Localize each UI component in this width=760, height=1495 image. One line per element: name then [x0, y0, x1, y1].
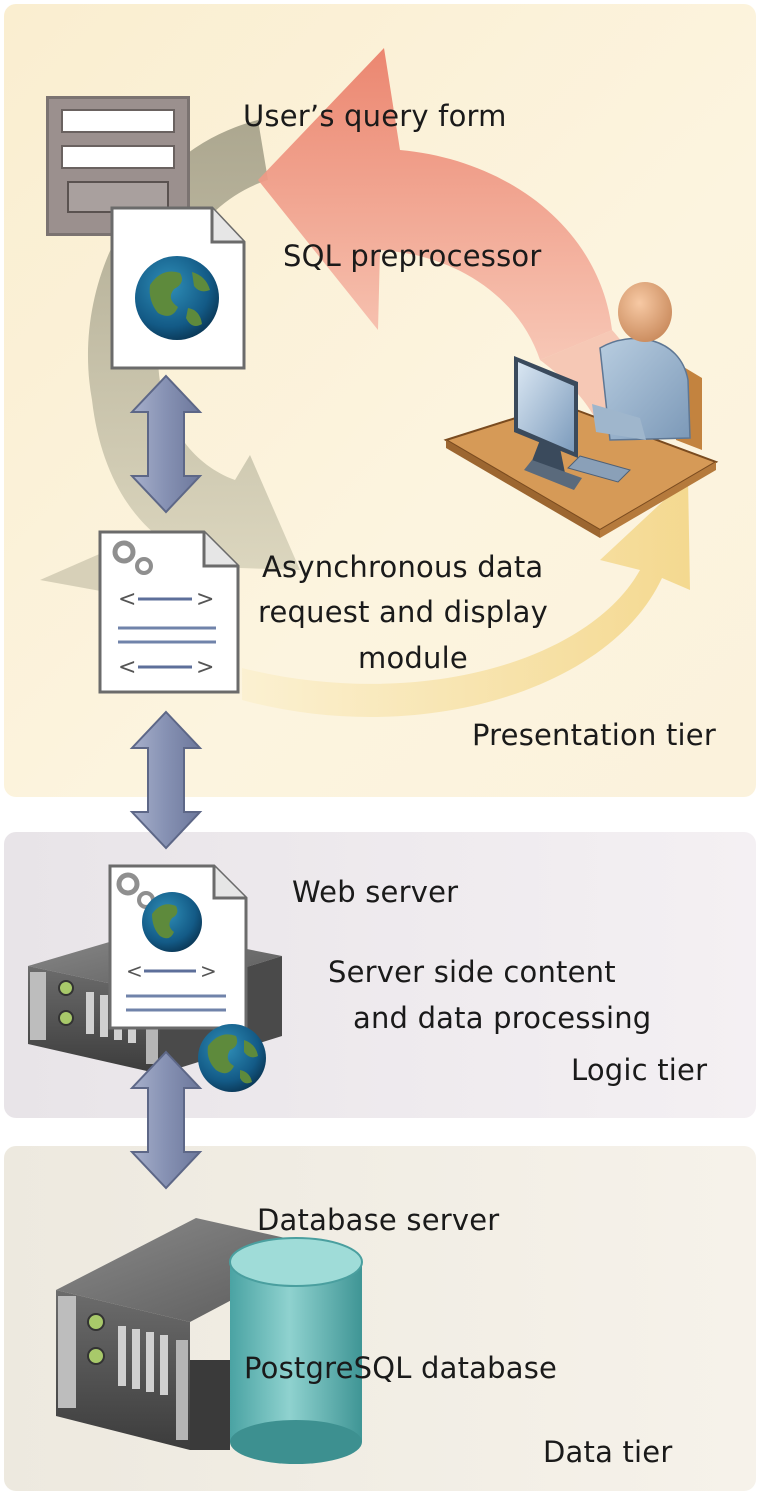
bidirectional-arrow-icon [129, 1050, 203, 1190]
svg-text:>: > [200, 959, 217, 983]
database-server-label: Database server [257, 1203, 500, 1237]
async-module-label-line3: module [358, 641, 468, 675]
script-page-icon: < > < > [98, 530, 240, 694]
async-module-label-line2: request and display [258, 595, 549, 629]
web-server-label: Web server [292, 875, 459, 909]
web-page-globe-icon: < > [108, 864, 248, 1030]
svg-text:>: > [196, 587, 214, 612]
async-module-label-line1: Asynchronous data [262, 550, 544, 584]
postgresql-label: PostgreSQL database [244, 1351, 558, 1385]
svg-text:<: < [118, 587, 136, 612]
server-processing-label-line1: Server side content [328, 955, 616, 989]
svg-text:<: < [118, 655, 136, 680]
bidirectional-arrow-icon [129, 710, 203, 850]
presentation-tier-label: Presentation tier [472, 718, 716, 752]
globe-icon [198, 1024, 266, 1092]
web-page-globe-icon [110, 206, 246, 370]
svg-text:<: < [126, 959, 143, 983]
database-server-icon [56, 1218, 330, 1450]
cycle-arrow-red [258, 48, 612, 360]
bidirectional-arrow-icon [129, 374, 203, 514]
svg-text:>: > [196, 655, 214, 680]
logic-tier-label: Logic tier [571, 1053, 708, 1087]
data-tier-label: Data tier [543, 1435, 673, 1469]
database-cylinder-icon [229, 1237, 363, 1464]
user-at-computer-icon [443, 282, 719, 538]
sql-preprocessor-label: SQL preprocessor [283, 239, 542, 273]
query-form-label: User’s query form [243, 99, 507, 133]
server-processing-label-line2: and data processing [353, 1001, 652, 1035]
cycle-arrow-yellow [242, 478, 690, 717]
